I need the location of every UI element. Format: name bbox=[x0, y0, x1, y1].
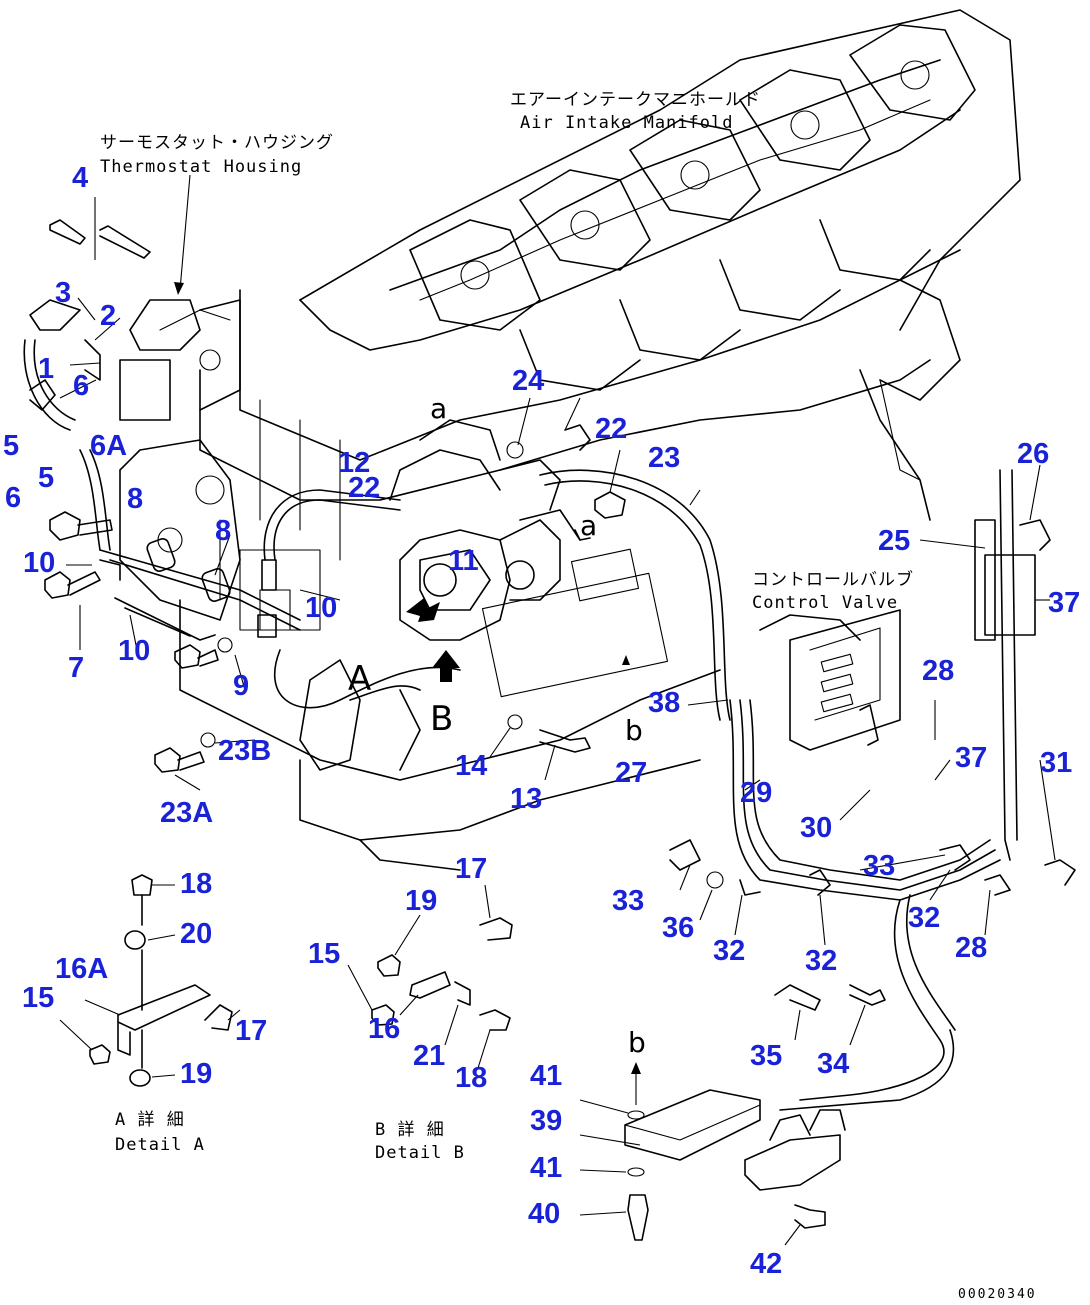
callout-1: 1 bbox=[38, 353, 54, 385]
callout-23: 23 bbox=[648, 442, 680, 474]
callout-33a: 33 bbox=[612, 885, 644, 917]
callout-13: 13 bbox=[510, 783, 542, 815]
callout-28a: 28 bbox=[922, 655, 954, 687]
view-letter-a-small-2: a bbox=[580, 509, 597, 542]
view-letter-b-small-2: b bbox=[628, 1026, 646, 1059]
detail-a-title-en: Detail A bbox=[115, 1135, 205, 1155]
callout-18a: 18 bbox=[180, 868, 212, 900]
callout-27: 27 bbox=[615, 757, 647, 789]
component-labels: エアーインテークマニホールド Air Intake Manifold サーモスタ… bbox=[100, 90, 1037, 1302]
callout-10c: 10 bbox=[305, 592, 337, 624]
control-valve-label-en: Control Valve bbox=[752, 593, 898, 613]
document-number: 00020340 bbox=[958, 1287, 1037, 1302]
callout-20: 20 bbox=[180, 918, 212, 950]
air-intake-label-jp: エアーインテークマニホールド bbox=[510, 90, 761, 110]
callout-17a: 17 bbox=[235, 1015, 267, 1047]
thermostat-label-en: Thermostat Housing bbox=[100, 157, 302, 177]
callout-7: 7 bbox=[68, 652, 84, 684]
callout-31: 31 bbox=[1040, 747, 1072, 779]
callout-23A: 23A bbox=[160, 797, 213, 829]
engine-block-drawing bbox=[23, 9, 1021, 871]
detail-a-title-jp: A 詳 細 bbox=[115, 1110, 185, 1130]
view-letter-a-large: A bbox=[348, 659, 371, 699]
callout-14: 14 bbox=[455, 750, 487, 782]
detail-b-title-en: Detail B bbox=[375, 1143, 465, 1163]
callout-37a: 37 bbox=[1048, 587, 1080, 619]
callout-18b: 18 bbox=[455, 1062, 487, 1094]
control-valve-label-jp: コントロールバルブ bbox=[752, 569, 914, 590]
callout-36: 36 bbox=[662, 912, 694, 944]
callout-12: 12 bbox=[338, 447, 370, 479]
callout-9: 9 bbox=[233, 670, 249, 702]
view-letter-b-small-1: b bbox=[625, 714, 643, 747]
callout-21: 21 bbox=[413, 1040, 445, 1072]
callout-32c: 32 bbox=[908, 902, 940, 934]
callout-41b: 41 bbox=[530, 1152, 562, 1184]
callout-6A: 6A bbox=[90, 430, 127, 462]
callout-16: 16 bbox=[368, 1013, 400, 1045]
callout-5a: 5 bbox=[3, 430, 19, 462]
callout-5b: 5 bbox=[38, 462, 54, 494]
callout-33b: 33 bbox=[863, 850, 895, 882]
callout-32a: 32 bbox=[713, 935, 745, 967]
thermostat-label-jp: サーモスタット・ハウジング bbox=[100, 133, 334, 153]
callout-39: 39 bbox=[530, 1105, 562, 1137]
detail-a-drawing bbox=[89, 874, 233, 1087]
callout-35: 35 bbox=[750, 1040, 782, 1072]
callout-41a: 41 bbox=[530, 1060, 562, 1092]
callout-30: 30 bbox=[800, 812, 832, 844]
callout-24: 24 bbox=[512, 365, 544, 397]
callout-8b: 8 bbox=[215, 515, 231, 547]
callout-26: 26 bbox=[1017, 438, 1049, 470]
callout-10b: 10 bbox=[118, 635, 150, 667]
callout-19b: 19 bbox=[405, 885, 437, 917]
callout-28b: 28 bbox=[955, 932, 987, 964]
callout-22a: 22 bbox=[348, 472, 380, 504]
view-letter-b-large: B bbox=[430, 699, 453, 739]
callout-15b: 15 bbox=[308, 938, 340, 970]
leader-lines bbox=[59, 174, 1056, 1246]
callout-32b: 32 bbox=[805, 945, 837, 977]
callout-4: 4 bbox=[72, 162, 88, 194]
callout-25: 25 bbox=[878, 525, 910, 557]
callout-19a: 19 bbox=[180, 1058, 212, 1090]
detail-b-title-jp: B 詳 細 bbox=[375, 1120, 445, 1140]
callout-6b: 6 bbox=[5, 482, 21, 514]
callout-6a: 6 bbox=[73, 370, 89, 402]
air-intake-label-en: Air Intake Manifold bbox=[520, 113, 733, 133]
callout-37b: 37 bbox=[955, 742, 987, 774]
callout-23B: 23B bbox=[218, 735, 271, 767]
callout-3: 3 bbox=[55, 277, 71, 309]
callout-11: 11 bbox=[448, 545, 479, 577]
view-letter-a-small-1: a bbox=[430, 392, 447, 425]
callout-15a: 15 bbox=[22, 982, 54, 1014]
callout-2: 2 bbox=[100, 300, 116, 332]
callout-42: 42 bbox=[750, 1248, 782, 1280]
part-callouts: 1 2 3 4 5 5 6 6 6A 7 8 8 9 10 10 10 11 1… bbox=[3, 162, 1080, 1280]
control-valve-drawing bbox=[624, 469, 1076, 1241]
callout-34: 34 bbox=[817, 1048, 849, 1080]
callout-38: 38 bbox=[648, 687, 680, 719]
callout-17b: 17 bbox=[455, 853, 487, 885]
callout-40: 40 bbox=[528, 1198, 560, 1230]
detail-b-drawing bbox=[371, 917, 513, 1031]
callout-22b: 22 bbox=[595, 413, 627, 445]
callout-10a: 10 bbox=[23, 547, 55, 579]
callout-16A: 16A bbox=[55, 953, 108, 985]
callout-29: 29 bbox=[740, 777, 772, 809]
callout-8a: 8 bbox=[127, 483, 143, 515]
